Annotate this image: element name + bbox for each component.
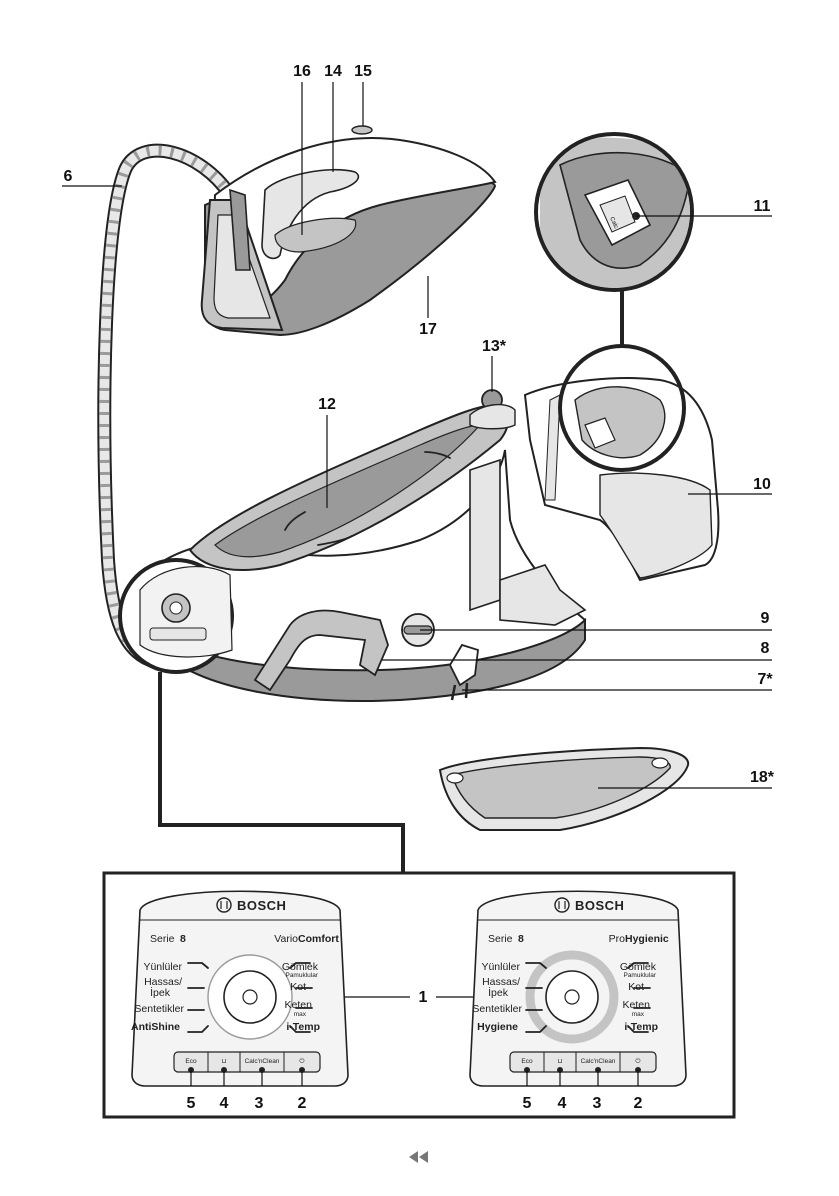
callout-15: 15 bbox=[354, 63, 372, 80]
series-number: 8 bbox=[518, 933, 524, 945]
callout-3-left: 3 bbox=[255, 1095, 264, 1112]
callout-2-right: 2 bbox=[634, 1095, 643, 1112]
descale-cap-label: Calc bbox=[608, 216, 619, 229]
panel-connector bbox=[158, 672, 405, 873]
setting-shirt: Gömlek bbox=[620, 961, 657, 973]
model-bold: Comfort bbox=[298, 933, 339, 945]
setting-synthetics: Sentetikler bbox=[134, 1003, 184, 1015]
bosch-logo-icon bbox=[216, 897, 232, 913]
eco-button[interactable]: Eco bbox=[521, 1058, 533, 1065]
descale-icon[interactable]: ⊔ bbox=[557, 1058, 562, 1065]
callout-4-right: 4 bbox=[558, 1095, 567, 1112]
power-icon[interactable]: ⏻ bbox=[635, 1058, 640, 1065]
setting-linen: Keten bbox=[623, 999, 651, 1011]
callout-16: 16 bbox=[293, 63, 311, 80]
setting-wool: Yünlüler bbox=[481, 961, 520, 973]
leader-lines bbox=[62, 82, 772, 789]
temperature-dial[interactable] bbox=[223, 970, 277, 1024]
series-label: Serie bbox=[150, 933, 175, 945]
setting-denim: Kot bbox=[628, 981, 644, 993]
setting-synthetics: Sentetikler bbox=[472, 1003, 522, 1015]
water-tank bbox=[523, 377, 720, 582]
series-number: 8 bbox=[180, 933, 186, 945]
temperature-dial[interactable] bbox=[545, 970, 599, 1024]
setting-max: max bbox=[632, 1011, 645, 1018]
setting-denim: Kot bbox=[290, 981, 306, 993]
callout-4-left: 4 bbox=[220, 1095, 229, 1112]
control-panel-left: BOSCH Serie 8 Vario Comfort Yünlüler Has… bbox=[131, 890, 349, 1087]
panel-brand: BOSCH bbox=[575, 898, 624, 913]
callout-3-right: 3 bbox=[593, 1095, 602, 1112]
control-panel-zoom bbox=[118, 558, 234, 674]
eco-button[interactable]: Eco bbox=[185, 1058, 197, 1065]
setting-cotton: Pamuklular bbox=[623, 972, 656, 979]
callout-6: 6 bbox=[64, 168, 73, 185]
setting-delicate: Hassas/ bbox=[144, 976, 182, 988]
callout-12: 12 bbox=[318, 396, 336, 413]
steam-hose bbox=[97, 143, 237, 667]
callout-14: 14 bbox=[324, 63, 342, 80]
calc-clean-button[interactable]: Calc'nClean bbox=[581, 1058, 616, 1065]
setting-max: max bbox=[294, 1011, 307, 1018]
setting-delicate: Hassas/ bbox=[482, 976, 520, 988]
callout-18: 18* bbox=[750, 769, 775, 786]
setting-shirt: Gömlek bbox=[282, 961, 319, 973]
model-light: Pro bbox=[609, 933, 626, 945]
bosch-logo-icon bbox=[554, 897, 570, 913]
setting-wool: Yünlüler bbox=[143, 961, 182, 973]
callout-5-right: 5 bbox=[523, 1095, 532, 1112]
callout-9: 9 bbox=[761, 610, 770, 627]
model-light: Vario bbox=[274, 933, 298, 945]
base-station bbox=[158, 389, 587, 702]
descale-cap-zoom: Calc bbox=[534, 132, 694, 292]
series-label: Serie bbox=[488, 933, 513, 945]
setting-antishine: AntiShine bbox=[131, 1021, 180, 1033]
page-nav-icon bbox=[409, 1151, 428, 1163]
iron-rest bbox=[438, 746, 690, 831]
steam-iron bbox=[200, 125, 497, 337]
setting-silk: İpek bbox=[488, 986, 509, 999]
callout-5-left: 5 bbox=[187, 1095, 196, 1112]
callout-10: 10 bbox=[753, 476, 771, 493]
panel-brand: BOSCH bbox=[237, 898, 286, 913]
power-icon[interactable]: ⏻ bbox=[299, 1058, 304, 1065]
descale-icon[interactable]: ⊔ bbox=[221, 1058, 226, 1065]
setting-silk: İpek bbox=[150, 986, 171, 999]
setting-linen: Keten bbox=[285, 999, 313, 1011]
callout-1: 1 bbox=[419, 989, 428, 1006]
callout-11: 11 bbox=[754, 198, 771, 215]
callout-2-left: 2 bbox=[298, 1095, 307, 1112]
control-panel-right: BOSCH Serie 8 Pro Hygienic Yünlüler Hass… bbox=[469, 890, 687, 1087]
model-bold: Hygienic bbox=[625, 933, 669, 945]
callout-7: 7* bbox=[757, 671, 773, 688]
setting-cotton: Pamuklular bbox=[285, 972, 318, 979]
callout-8: 8 bbox=[761, 640, 770, 657]
callout-13: 13* bbox=[482, 338, 507, 355]
callout-17: 17 bbox=[419, 321, 437, 338]
calc-clean-button[interactable]: Calc'nClean bbox=[245, 1058, 280, 1065]
setting-hygiene: Hygiene bbox=[477, 1021, 518, 1033]
